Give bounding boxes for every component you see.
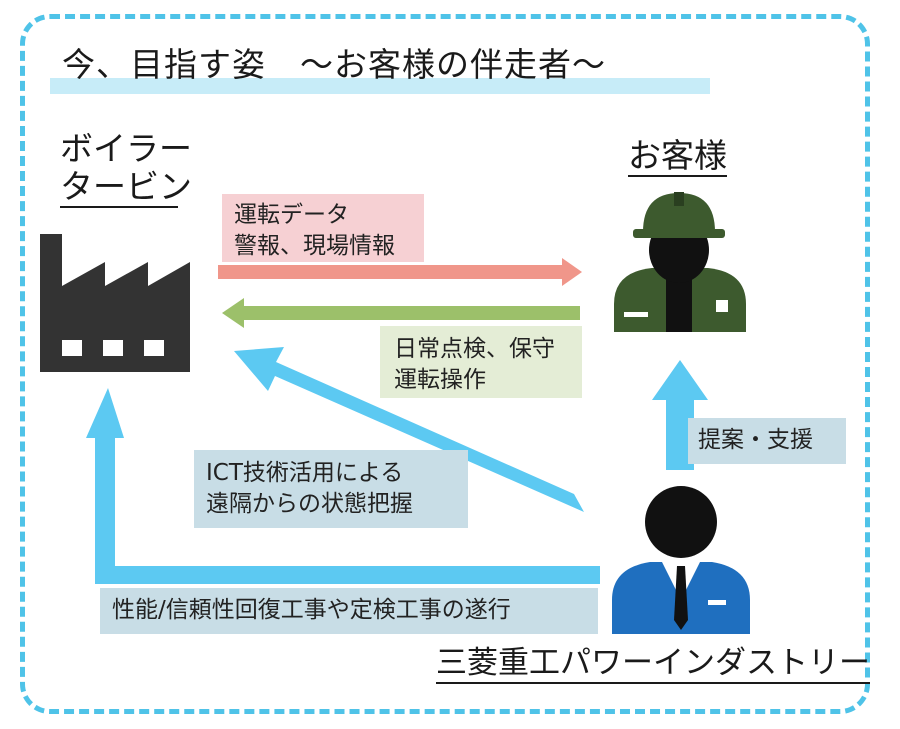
arrow-to-plant bbox=[222, 298, 580, 328]
arrow-remote-monitoring bbox=[234, 347, 584, 512]
flow-box-to-customer: 運転データ 警報、現場情報 bbox=[222, 194, 424, 262]
arrow-to-customer bbox=[218, 258, 582, 286]
flow-proposal-text: 提案・支援 bbox=[698, 427, 813, 453]
flow-to-plant-line2: 運転操作 bbox=[394, 367, 486, 393]
plant-label: ボイラー タービン bbox=[60, 129, 192, 208]
flow-to-plant-line1: 日常点検、保守 bbox=[394, 336, 555, 362]
plant-label-line2: タービン bbox=[60, 167, 192, 206]
flow-box-to-plant: 日常点検、保守 運転操作 bbox=[380, 326, 582, 398]
customer-worker-icon bbox=[614, 192, 746, 332]
factory-icon bbox=[40, 234, 190, 372]
flow-to-customer-line1: 運転データ bbox=[234, 202, 349, 228]
title-highlight bbox=[50, 78, 710, 94]
flow-box-proposal: 提案・支援 bbox=[688, 418, 846, 464]
page-title: 今、目指す姿 ～お客様の伴走者～ bbox=[62, 45, 606, 84]
flow-box-construction: 性能/信頼性回復工事や定検工事の遂行 bbox=[100, 588, 598, 634]
flow-remote-line1: ICT技術活用による bbox=[206, 460, 404, 486]
flow-construction-text: 性能/信頼性回復工事や定検工事の遂行 bbox=[112, 597, 511, 623]
mhi-engineer-icon bbox=[612, 486, 750, 634]
customer-label: お客様 bbox=[628, 136, 727, 177]
plant-label-line1: ボイラー bbox=[60, 129, 192, 168]
flow-remote-line2: 遠隔からの状態把握 bbox=[206, 491, 413, 517]
flow-to-customer-line2: 警報、現場情報 bbox=[234, 233, 395, 259]
dashed-frame bbox=[20, 14, 870, 714]
mhi-label: 三菱重工パワーインダストリー bbox=[436, 644, 870, 684]
flow-box-remote: ICT技術活用による 遠隔からの状態把握 bbox=[194, 450, 468, 528]
